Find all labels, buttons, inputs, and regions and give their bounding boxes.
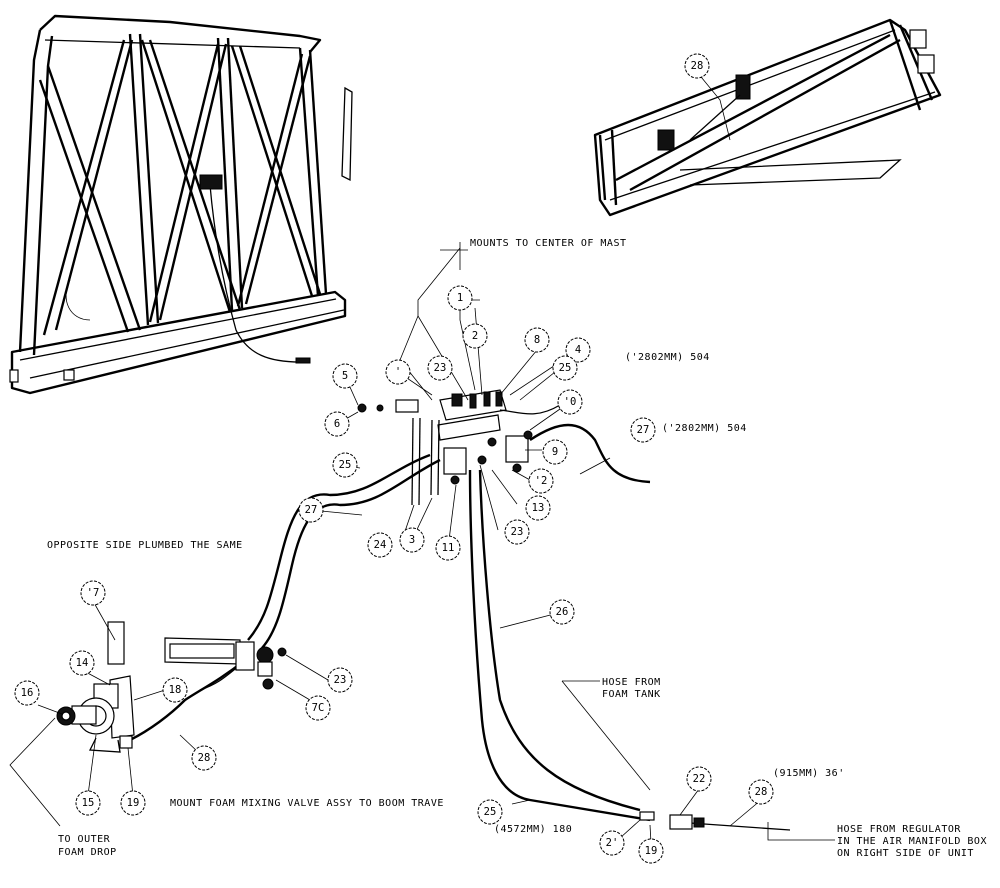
truss-view: [593, 18, 942, 217]
callout-21: 2': [599, 830, 625, 856]
callout-12: '2: [528, 468, 554, 494]
callout-11: 11: [435, 535, 461, 561]
callout-7: ': [385, 359, 411, 385]
svg-text:22: 22: [693, 773, 706, 785]
callout-10: '0: [557, 389, 583, 415]
svg-text:25: 25: [484, 806, 497, 818]
svg-text:3: 3: [409, 534, 415, 546]
note-hose-length-4: (915MM) 36': [773, 768, 845, 779]
svg-text:6: 6: [334, 418, 340, 430]
callout-28-top: 28: [684, 53, 710, 79]
svg-text:25: 25: [339, 459, 352, 471]
callout-8: 8: [524, 327, 550, 353]
callout-24: 24: [367, 532, 393, 558]
svg-text:18: 18: [169, 684, 182, 696]
note-hose-tank-2: FOAM TANK: [602, 689, 661, 700]
callout-23-mid: 23: [504, 519, 530, 545]
callout-4: 4: [565, 337, 591, 363]
svg-text:27: 27: [637, 424, 650, 436]
callout-17: '7: [80, 580, 106, 606]
boom-frame-view: [9, 14, 353, 395]
callout-28-right: 28: [748, 779, 774, 805]
note-regulator-3: ON RIGHT SIDE OF UNIT: [837, 848, 974, 859]
callout-25-top: 25: [552, 355, 578, 381]
notes: MOUNTS TO CENTER OF MAST ('2802MM) 504 (…: [47, 238, 987, 859]
svg-text:25: 25: [559, 362, 572, 374]
callout-16: 16: [14, 680, 40, 706]
svg-text:8: 8: [534, 334, 540, 346]
note-hose-tank-1: HOSE FROM: [602, 677, 661, 688]
note-opposite-side: OPPOSITE SIDE PLUMBED THE SAME: [47, 540, 243, 551]
svg-text:16: 16: [21, 687, 34, 699]
svg-text:'7: '7: [87, 587, 100, 599]
svg-text:28: 28: [755, 786, 768, 798]
svg-text:23: 23: [334, 674, 347, 686]
svg-text:19: 19: [127, 797, 140, 809]
callouts: 1 2 3 4 5 6 ' 8 9 '0 11 '2 13 14 15 16 '…: [14, 53, 774, 864]
callout-14: 14: [69, 650, 95, 676]
svg-text:14: 14: [76, 657, 89, 669]
note-mount-valve: MOUNT FOAM MIXING VALVE ASSY TO BOOM TRA…: [170, 798, 444, 809]
note-outer-drop-1: TO OUTER: [58, 834, 111, 845]
svg-text:28: 28: [198, 752, 211, 764]
callout-19-left: 19: [120, 790, 146, 816]
svg-text:1: 1: [457, 292, 463, 304]
svg-text:5: 5: [342, 370, 348, 382]
callout-9: 9: [542, 439, 568, 465]
callout-6: 6: [324, 411, 350, 437]
mast-manifold-assembly: [357, 389, 533, 506]
callout-5: 5: [332, 363, 358, 389]
callout-2: 2: [462, 323, 488, 349]
callout-23-top: 23: [427, 355, 453, 381]
callout-15: 15: [75, 790, 101, 816]
note-hose-length-2: ('2802MM) 504: [662, 423, 747, 434]
note-mount-center: MOUNTS TO CENTER OF MAST: [470, 238, 627, 249]
note-hose-length-1: ('2802MM) 504: [625, 352, 710, 363]
svg-text:2': 2': [606, 837, 619, 849]
svg-text:9: 9: [552, 446, 558, 458]
svg-text:11: 11: [442, 542, 455, 554]
svg-text:': ': [395, 366, 401, 378]
callout-28-left: 28: [191, 745, 217, 771]
callout-18: 18: [162, 677, 188, 703]
note-regulator-1: HOSE FROM REGULATOR: [837, 824, 961, 835]
svg-text:'2: '2: [535, 475, 548, 487]
svg-text:2: 2: [472, 330, 478, 342]
callout-25-mid: 25: [332, 452, 358, 478]
svg-text:26: 26: [556, 606, 569, 618]
svg-text:15: 15: [82, 797, 95, 809]
callout-22: 22: [686, 766, 712, 792]
callout-25-low: 25: [477, 799, 503, 825]
foam-drop-valve: [56, 621, 135, 753]
svg-text:4: 4: [575, 344, 581, 356]
foam-mixing-valve-assy: [164, 637, 287, 690]
callout-20: 7C: [305, 695, 331, 721]
callout-19-right: 19: [638, 838, 664, 864]
callout-26: 26: [549, 599, 575, 625]
svg-text:28: 28: [691, 60, 704, 72]
svg-text:24: 24: [374, 539, 387, 551]
svg-text:'0: '0: [564, 396, 577, 408]
callout-27-left: 27: [298, 497, 324, 523]
callout-13: 13: [525, 495, 551, 521]
note-regulator-2: IN THE AIR MANIFOLD BOX: [837, 836, 987, 847]
svg-text:23: 23: [511, 526, 524, 538]
hoses: [129, 404, 791, 831]
regulator-fittings: [639, 811, 705, 830]
svg-text:13: 13: [532, 502, 545, 514]
svg-text:7C: 7C: [312, 702, 325, 714]
callout-3: 3: [399, 527, 425, 553]
callout-27-right: 27: [630, 417, 656, 443]
svg-text:27: 27: [305, 504, 318, 516]
callout-1: 1: [447, 285, 473, 311]
svg-text:23: 23: [434, 362, 447, 374]
note-hose-length-3: (4572MM) 180: [494, 824, 572, 835]
callout-23-low: 23: [327, 667, 353, 693]
note-outer-drop-2: FOAM DROP: [58, 847, 117, 858]
svg-text:19: 19: [645, 845, 658, 857]
